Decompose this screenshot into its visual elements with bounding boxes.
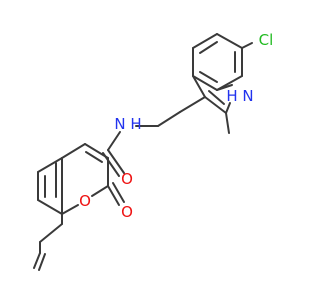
bond	[216, 84, 233, 91]
bond	[37, 199, 63, 215]
chlorine-atom-label: Cl	[259, 31, 274, 49]
coumarin-pyranone-ring	[61, 143, 109, 215]
bond-c-o-double	[112, 182, 125, 203]
bond	[84, 143, 109, 159]
bond	[37, 157, 63, 173]
bond	[157, 111, 181, 127]
bond	[91, 185, 109, 197]
bond-c-o-double	[107, 149, 125, 174]
molecule-diagram: Cl H N N H O O O	[33, 31, 274, 271]
bond	[39, 223, 63, 243]
bond	[33, 252, 41, 269]
indole-benzene-ring	[192, 33, 243, 91]
coumarin-benzene-ring	[37, 157, 63, 215]
bond	[61, 204, 79, 215]
amide-oxygen-label: O	[121, 170, 133, 188]
bond	[192, 33, 218, 49]
double-bond-inner	[199, 41, 218, 54]
bond	[225, 102, 231, 114]
bond	[107, 131, 121, 151]
bond	[204, 96, 227, 114]
bond	[216, 33, 243, 49]
indole-nh-label: H N	[226, 87, 253, 105]
lactone-oxygen-label: O	[121, 203, 133, 221]
bond-methyl	[225, 112, 230, 134]
indole-pyrrole-ring	[192, 75, 233, 114]
double-bond-inner	[199, 71, 218, 83]
double-bond-inner	[85, 151, 103, 163]
bond	[38, 253, 46, 271]
bond	[179, 96, 206, 113]
bond	[61, 143, 86, 159]
bond-c-o-double	[107, 185, 120, 206]
bond	[192, 75, 218, 91]
ring-oxygen-label: O	[79, 192, 91, 210]
amide-nh-label: N H	[114, 115, 141, 133]
bond	[192, 75, 206, 98]
bond-c-cl	[241, 42, 253, 49]
double-bond-inner	[208, 90, 225, 105]
